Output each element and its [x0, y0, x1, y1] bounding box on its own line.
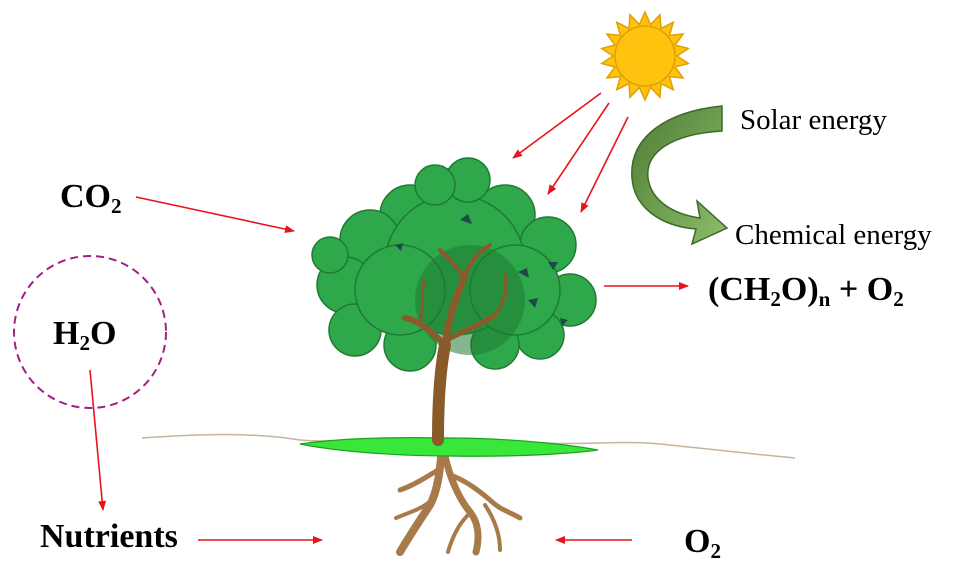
co2-arrow [135, 196, 295, 234]
o2-subscript: 2 [710, 538, 721, 563]
product-label: (CH2O)n + O2 [708, 271, 904, 310]
nutrients-label: Nutrients [40, 518, 178, 555]
o2-main: O [684, 523, 711, 560]
tree-icon [311, 157, 597, 446]
h2o-o: O [90, 315, 117, 352]
product-open: (CH [708, 271, 771, 308]
co2-main: CO [60, 178, 111, 215]
co2-subscript: 2 [111, 193, 122, 218]
h2o-label: H2O [53, 315, 117, 354]
product-sub1: 2 [770, 286, 781, 311]
water-arrow [89, 369, 107, 511]
product-sub2: 2 [893, 286, 904, 311]
co2-label: CO2 [60, 178, 122, 217]
sun-icon [599, 10, 691, 102]
h2o-circle [13, 255, 167, 409]
energy-conversion-arrow [631, 105, 729, 246]
sunlight-arrows [512, 92, 629, 213]
product-subn: n [818, 286, 831, 311]
h2o-subscript: 2 [79, 330, 90, 355]
grass-patch [299, 437, 599, 457]
product-plus: + O [830, 271, 894, 308]
h2o-h: H [53, 315, 80, 352]
tree-roots [394, 444, 523, 556]
solar-energy-label: Solar energy [740, 104, 887, 136]
chemical-energy-label: Chemical energy [735, 219, 932, 251]
product-mid: O) [780, 271, 819, 308]
o2-label: O2 [684, 523, 721, 562]
process-arrows [89, 196, 689, 544]
